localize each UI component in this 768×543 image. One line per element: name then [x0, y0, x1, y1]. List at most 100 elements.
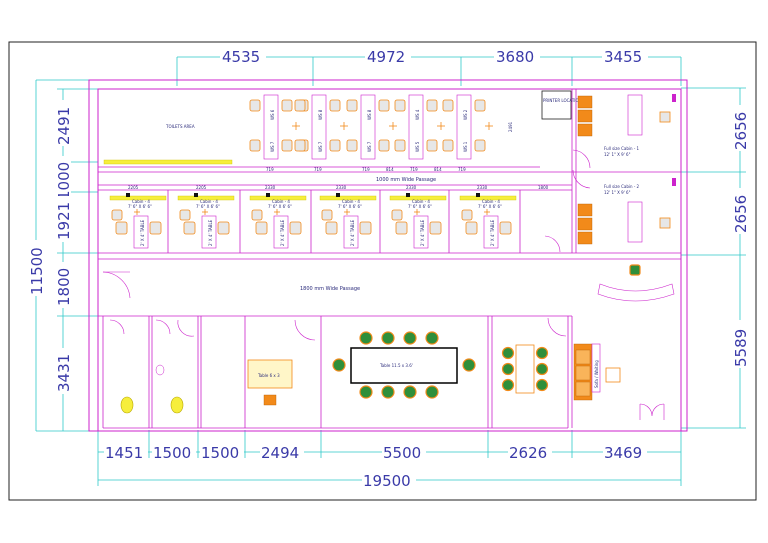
meeting-room-2: [501, 317, 567, 394]
cabin-chair: [183, 221, 196, 235]
small-meeting: [247, 359, 293, 406]
dim-bottom-3: 2494: [261, 444, 299, 462]
walls: [88, 79, 688, 432]
cabins-row: Cabin - 47' 6" X 6' 6"2' X 4' TABLECabin…: [109, 193, 517, 249]
cabin-light: [476, 193, 480, 197]
reception-chair: [629, 264, 641, 276]
sheet-border: [8, 41, 757, 501]
cabin-table: 2' X 4' TABLE: [280, 219, 285, 246]
full-cabin-1-label: Full size Cabin - 1: [604, 146, 640, 151]
corner-door: [544, 235, 561, 253]
ws-chair: [426, 99, 438, 112]
dim-right-0: 2656: [732, 112, 750, 150]
ws-chair: [442, 139, 454, 152]
conference-table-label: Table 11.5 x 3.6': [379, 363, 413, 368]
cabin-width-1: 2205: [196, 185, 207, 190]
conference-room: [332, 331, 476, 399]
conf-chair: [403, 331, 417, 345]
cabin-table: 2' X 4' TABLE: [490, 219, 495, 246]
cabin-desk: [201, 215, 217, 249]
ws-chair: [426, 139, 438, 152]
ws-chair: [394, 139, 406, 152]
cabin-5: Cabin - 47' 6" X 6' 6"2' X 4' TABLE: [389, 193, 447, 249]
cabin-light: [406, 193, 410, 197]
lounge: [573, 343, 665, 420]
ws-chair: [378, 99, 390, 112]
cabin-width-5: 2330: [477, 185, 488, 190]
cabin-width-4: 2330: [406, 185, 417, 190]
cabin-chair: [465, 221, 478, 235]
cabin-shelf: [177, 195, 235, 201]
ws-width-0: 719: [266, 167, 274, 172]
cabin-width-0: 2205: [128, 185, 139, 190]
ws-label-0: WS 6: [270, 109, 275, 120]
conf-chair: [332, 358, 346, 372]
ws-chair: [249, 139, 261, 152]
cabin-desk: [273, 215, 289, 249]
cabin-table: 2' X 4' TABLE: [350, 219, 355, 246]
ws-lower-4: WS 1: [463, 141, 468, 152]
cabin-desk: [133, 215, 149, 249]
ws-chair: [474, 99, 486, 112]
cabin-label: Cabin - 4: [482, 199, 500, 204]
cabin-4: Cabin - 47' 6" X 6' 6"2' X 4' TABLE: [319, 193, 377, 249]
cabin-desk: [483, 215, 499, 249]
cabin-table: 2' X 4' TABLE: [208, 219, 213, 246]
ws-label-1: WS 8: [318, 109, 323, 120]
cabin-chair: [395, 221, 408, 235]
main-passage-label: 1800 mm Wide Passage: [300, 286, 360, 292]
toilets-area-label: TOILETS AREA: [165, 124, 195, 129]
cabin-chair: [461, 209, 473, 221]
dim-bottom-6: 3469: [604, 444, 642, 462]
ws-label-4: WS 2: [463, 109, 468, 120]
cabin-label: Cabin - 4: [342, 199, 360, 204]
dim-top-1: 4972: [367, 48, 405, 66]
ws-width-4: 719: [410, 167, 418, 172]
ws-lower-1: WS 7: [318, 141, 323, 152]
cabin-width-labels: 2205 2205 2330 2330 2330 2330 1800: [128, 185, 549, 190]
cabin-table: 2' X 4' TABLE: [420, 219, 425, 246]
meeting-chair: [535, 378, 549, 392]
workstations: [249, 94, 493, 160]
ws-chair: [281, 99, 293, 112]
printer-label: PRINTER LOCATION: [543, 98, 582, 103]
cabin-chair: [391, 209, 403, 221]
dim-bottom-0: 1451: [105, 444, 143, 462]
meeting-chair: [535, 346, 549, 360]
cabin-label: Cabin - 4: [200, 199, 218, 204]
ws-chair: [394, 99, 406, 112]
cabin-chair: [115, 221, 128, 235]
full-cabins: [572, 94, 676, 245]
cabin-chair: [255, 221, 268, 235]
cabin-label: Cabin - 4: [412, 199, 430, 204]
ws-chair: [442, 99, 454, 112]
cabin-chair: [217, 221, 230, 235]
cabin-label: Cabin - 4: [272, 199, 290, 204]
cabin-chair: [321, 209, 333, 221]
cabin-desk: [413, 215, 429, 249]
cabin-light: [194, 193, 198, 197]
dim-top-0: 4535: [222, 48, 260, 66]
cabin-chair: [359, 221, 372, 235]
cabin-shelf: [459, 195, 517, 201]
cabin-chair: [499, 221, 512, 235]
cabin-shelf: [249, 195, 307, 201]
full-cabin-2-size: 12' 1" X 9' 6": [604, 190, 631, 195]
cabin-size: 7' 6" X 6' 6": [268, 204, 292, 209]
dim-right-2: 5589: [732, 329, 750, 367]
ws-chair: [281, 139, 293, 152]
cabin-table: 2' X 4' TABLE: [140, 219, 145, 246]
dim-bottom-2: 1500: [201, 444, 239, 462]
reception-desk: [597, 283, 675, 302]
ws-width-2: 719: [362, 167, 370, 172]
conf-chair: [403, 385, 417, 399]
cabin-1: Cabin - 47' 6" X 6' 6"2' X 4' TABLE: [109, 193, 167, 249]
entry-door: [102, 271, 131, 299]
cabin-shelf: [319, 195, 377, 201]
dim-top-2: 3680: [496, 48, 534, 66]
cabin-size: 7' 6" X 6' 6": [128, 204, 152, 209]
dim-right-1: 2656: [732, 195, 750, 233]
cabin-shelf: [389, 195, 447, 201]
cabin-2: Cabin - 47' 6" X 6' 6"2' X 4' TABLE: [177, 193, 235, 249]
toilets: [109, 319, 316, 414]
